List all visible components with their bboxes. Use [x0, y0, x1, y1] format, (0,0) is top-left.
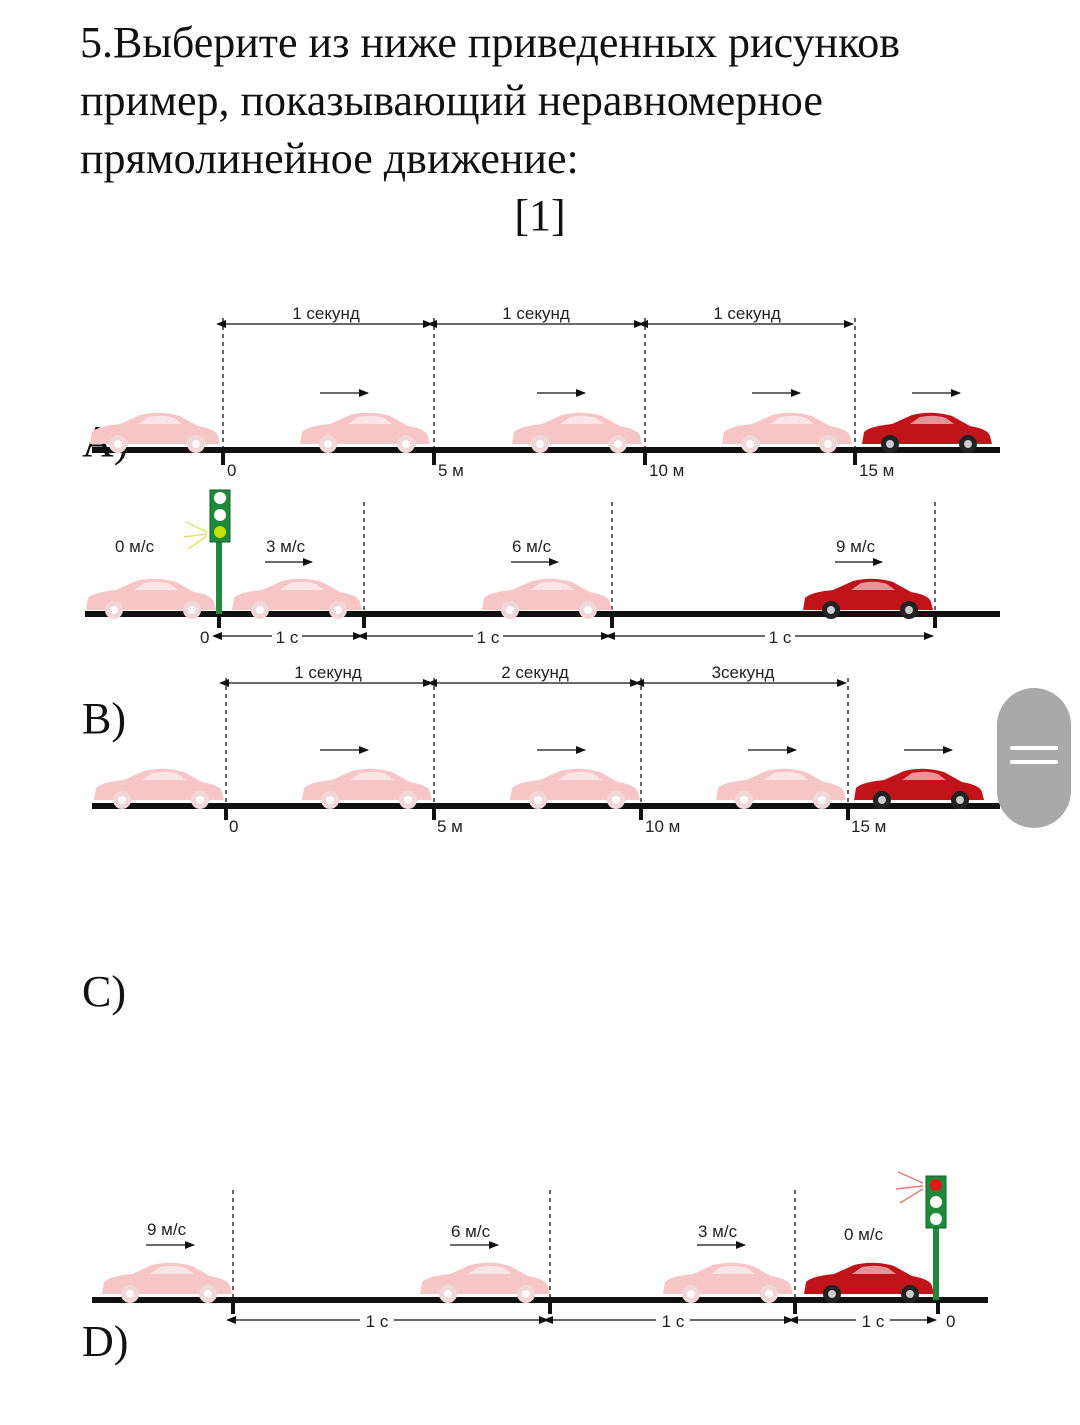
diagram-a: 1 секунд 1 секунд 1 секунд 0 5 м 10 м 15…	[90, 303, 1000, 480]
ghost-car	[482, 578, 612, 619]
scroll-handle[interactable]	[997, 688, 1071, 828]
ghost-car	[510, 768, 640, 809]
option-d-letter: D)	[82, 1317, 129, 1366]
speed-label: 3 м/с	[266, 537, 306, 556]
ghost-car	[716, 768, 846, 809]
ghost-car	[300, 412, 430, 453]
speed-label: 0 м/с	[115, 537, 155, 556]
ghost-car	[302, 768, 432, 809]
red-car	[803, 578, 933, 619]
distance-tick: 15 м	[859, 461, 894, 480]
option-c-letter: C)	[82, 967, 126, 1016]
interval-label: 1 секунд	[713, 304, 781, 323]
interval-label: 1 с	[276, 628, 299, 647]
grip-line-icon	[1010, 760, 1058, 764]
option-b-letter: B)	[82, 694, 126, 743]
red-car	[804, 1262, 934, 1303]
speed-label: 6 м/с	[451, 1222, 491, 1241]
interval-label: 1 с	[477, 628, 500, 647]
distance-tick: 5 м	[437, 817, 463, 836]
ghost-car	[663, 1262, 793, 1303]
green-traffic-light	[183, 489, 231, 614]
distance-tick: 10 м	[649, 461, 684, 480]
speed-label: 0 м/с	[844, 1225, 884, 1244]
score-mark: [1]	[514, 191, 566, 240]
speed-label: 6 м/с	[512, 537, 552, 556]
diagram-b: 1 с 1 с 1 с 0 0 м/с 3 м/с 6 м/с 9 м/с	[85, 489, 1000, 647]
distance-tick: 10 м	[645, 817, 680, 836]
ghost-car	[94, 768, 224, 809]
distance-tick: 0	[229, 817, 238, 836]
distance-tick: 0	[227, 461, 236, 480]
interval-label: 3секунд	[712, 663, 775, 682]
interval-label: 1 с	[662, 1312, 685, 1331]
interval-label: 1 с	[769, 628, 792, 647]
interval-label: 1 секунд	[292, 304, 360, 323]
ghost-car	[512, 412, 642, 453]
red-traffic-light	[895, 1171, 947, 1300]
distance-tick: 15 м	[851, 817, 886, 836]
interval-label: 2 секунд	[501, 663, 569, 682]
ghost-car	[232, 578, 362, 619]
ghost-car	[102, 1262, 232, 1303]
end-tick: 0	[946, 1312, 955, 1331]
speed-label: 9 м/с	[836, 537, 876, 556]
ghost-car	[86, 578, 216, 619]
ghost-car	[420, 1262, 550, 1303]
question-text: 5.Выберите из ниже приведенных рисунков …	[80, 18, 901, 183]
start-tick: 0	[200, 628, 209, 647]
interval-label: 1 с	[862, 1312, 885, 1331]
distance-tick: 5 м	[438, 461, 464, 480]
diagram-c: 1 секунд 2 секунд 3секунд 0 5 м 10 м 15 …	[92, 662, 1000, 836]
interval-label: 1 с	[366, 1312, 389, 1331]
ghost-car	[722, 412, 852, 453]
interval-label: 1 секунд	[502, 304, 570, 323]
ghost-car	[90, 412, 220, 453]
speed-label: 3 м/с	[698, 1222, 738, 1241]
interval-label: 1 секунд	[294, 663, 362, 682]
red-car	[854, 768, 984, 809]
speed-label: 9 м/с	[147, 1220, 187, 1239]
red-car	[862, 412, 992, 453]
grip-line-icon	[1010, 746, 1058, 750]
diagram-d: 1 с 1 с 1 с 0 9 м/с 6 м/с 3 м/с 0 м/с	[92, 1171, 988, 1331]
